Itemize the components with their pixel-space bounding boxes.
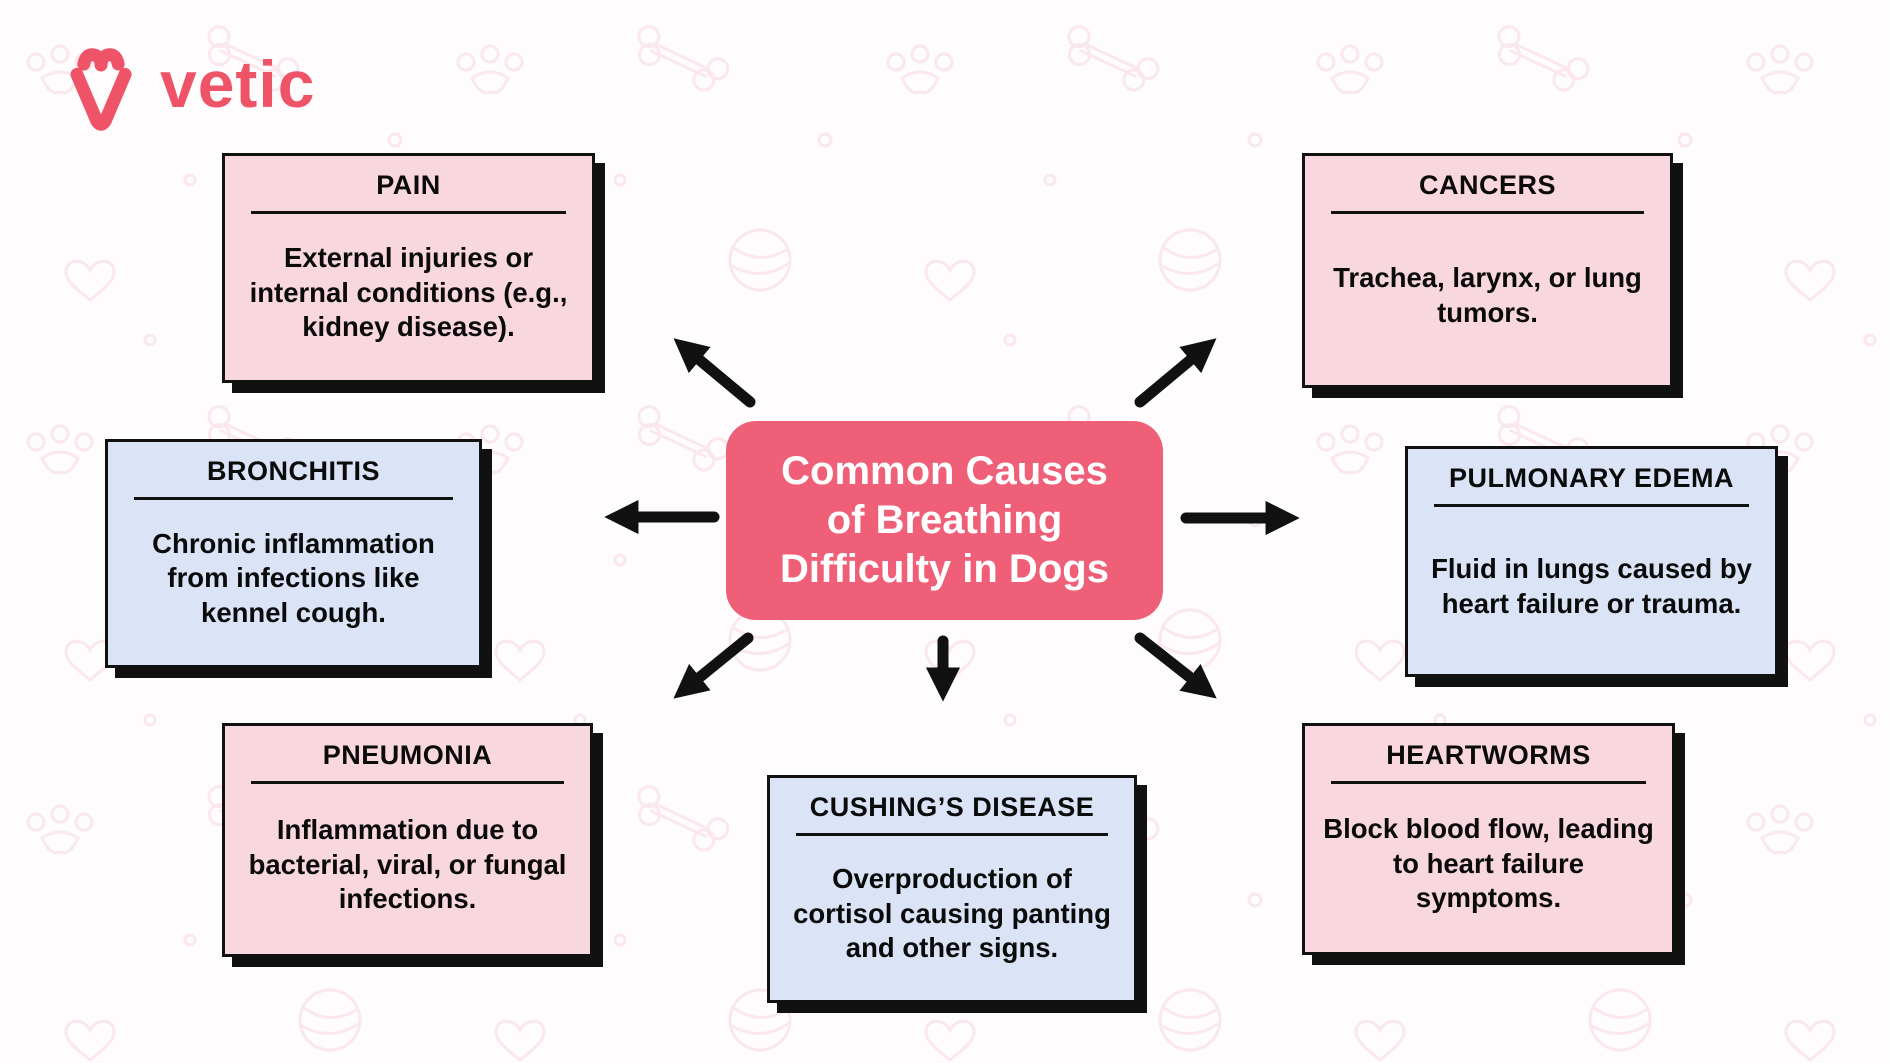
central-topic-line: of Breathing	[826, 497, 1063, 542]
node-body: Inflammation due to bacterial, viral, or…	[248, 814, 567, 915]
logo-text: vetic	[160, 47, 316, 121]
arrow-to-pain	[673, 338, 756, 408]
vetic-logo: vetic	[58, 40, 315, 138]
node-body: External injuries or internal conditions…	[249, 242, 568, 343]
node-heartworms: HEARTWORMS Block blood flow, leading to …	[1302, 723, 1675, 955]
node-bronchitis: BRONCHITIS Chronic inflammation from inf…	[105, 439, 482, 668]
central-topic-node: Common Causes of Breathing Difficulty in…	[726, 421, 1163, 620]
node-body: Fluid in lungs caused by heart failure o…	[1431, 552, 1752, 619]
node-title: HEARTWORMS	[1386, 740, 1591, 770]
node-body: Trachea, larynx, or lung tumors.	[1333, 261, 1642, 328]
node-title: PNEUMONIA	[322, 740, 493, 770]
heart-v-icon	[70, 48, 132, 131]
node-title: CUSHING’S DISEASE	[809, 792, 1095, 822]
node-pneumonia: PNEUMONIA Inflammation due to bacterial,…	[222, 723, 593, 957]
node-pulmonary-edema: PULMONARY EDEMA Fluid in lungs caused by…	[1405, 446, 1778, 677]
node-cushings-disease: CUSHING’S DISEASE Overproduction of cort…	[767, 775, 1137, 1003]
node-title: CANCERS	[1418, 170, 1556, 200]
node-body: Overproduction of cortisol causing panti…	[793, 863, 1111, 964]
node-pain: PAIN External injuries or internal condi…	[222, 153, 595, 383]
arrow-to-cancers	[1134, 338, 1217, 408]
node-title: PAIN	[376, 170, 441, 200]
node-cancers: CANCERS Trachea, larynx, or lung tumors.	[1302, 153, 1673, 388]
node-body: Block blood flow, leading to heart failu…	[1323, 813, 1654, 914]
node-title: BRONCHITIS	[207, 456, 380, 486]
arrow-to-pneumonia	[673, 632, 754, 699]
central-topic-line: Common Causes	[781, 448, 1108, 493]
central-topic-line: Difficulty in Dogs	[780, 547, 1109, 592]
node-title: PULMONARY EDEMA	[1448, 463, 1734, 493]
node-body: Chronic inflammation from infections lik…	[152, 527, 435, 628]
arrow-to-heartworms	[1134, 632, 1217, 699]
